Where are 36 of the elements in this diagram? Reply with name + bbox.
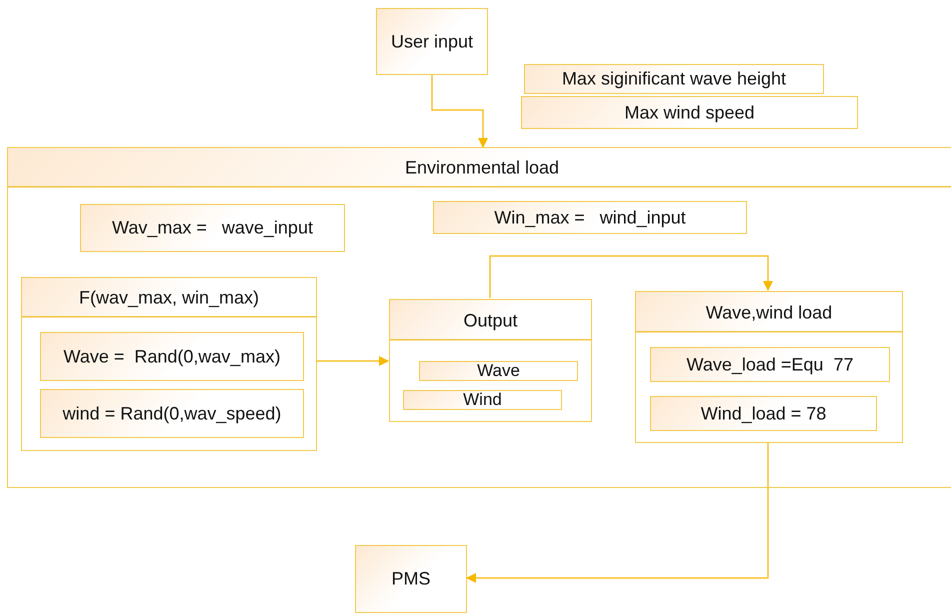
box-label: Wave (476, 361, 521, 381)
process-box (521, 96, 858, 129)
process-box (355, 545, 467, 613)
box-label: Wave = Rand(0,wav_max) (62, 346, 282, 367)
box-label: wind = Rand(0,wav_speed) (62, 403, 282, 424)
process-box (524, 64, 824, 94)
box-label: User input (390, 31, 474, 52)
box-label: Wind (462, 390, 503, 410)
process-box (403, 390, 562, 410)
process-box (40, 332, 304, 381)
group-box (389, 299, 592, 422)
box-heading: Environmental load (404, 158, 560, 178)
box-label: Max wind speed (623, 102, 756, 123)
arrow (489, 255, 773, 298)
process-box (419, 361, 578, 381)
group-box (21, 277, 317, 451)
box-label: Win_max = wind_input (493, 207, 687, 228)
arrow (431, 75, 488, 148)
process-box (376, 8, 488, 75)
box-heading: F(wav_max, win_max) (78, 288, 260, 308)
box-label: Wind_load = 78 (700, 403, 828, 424)
box-heading: Output (462, 310, 519, 331)
box-label: Wav_max = wave_input (111, 218, 314, 238)
box-label: PMS (390, 568, 432, 590)
arrow (466, 442, 769, 583)
arrow (316, 356, 389, 366)
box-label: Max siginificant wave height (560, 68, 788, 90)
group-box (635, 291, 903, 443)
process-box (40, 389, 304, 438)
process-box (650, 396, 877, 431)
box-heading: Wave,wind load (704, 302, 834, 323)
box-label: Wave_load =Equ 77 (686, 354, 854, 375)
process-box (80, 204, 345, 252)
group-box (7, 147, 951, 488)
process-box (433, 201, 747, 234)
process-box (650, 347, 890, 382)
